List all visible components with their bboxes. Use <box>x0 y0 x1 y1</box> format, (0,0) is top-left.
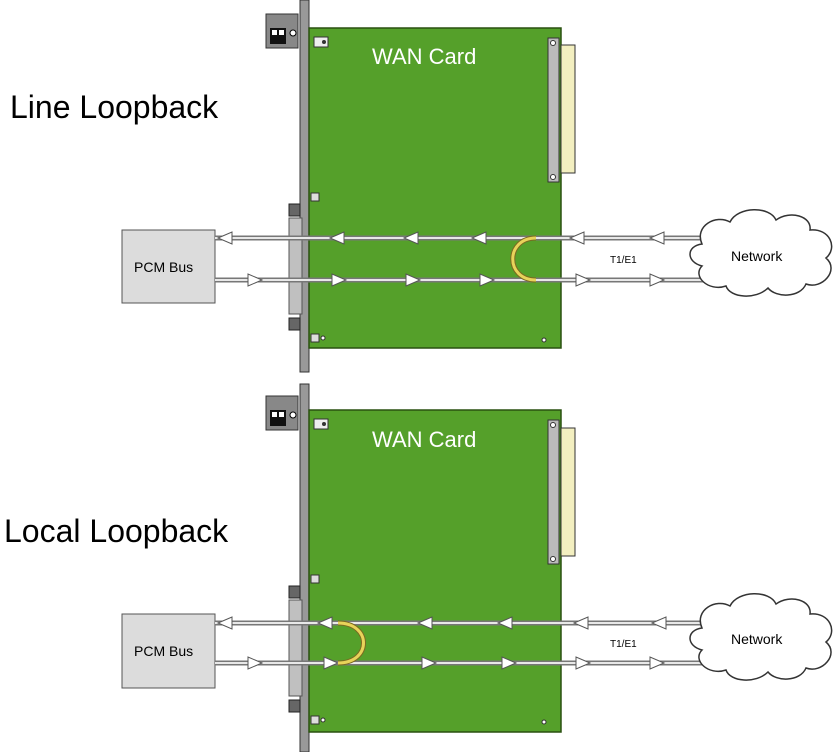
arrow-right <box>575 656 591 670</box>
arrow-left <box>573 616 589 630</box>
link-label: T1/E1 <box>610 255 637 266</box>
arrow-right <box>649 656 665 670</box>
arrow-right <box>575 273 591 287</box>
arrow-left <box>649 231 665 245</box>
network-cloud <box>689 593 833 681</box>
network-label: Network <box>731 248 783 264</box>
arrow-left <box>217 616 233 630</box>
pcm-bus-label: PCM Bus <box>134 259 193 275</box>
card-led <box>313 36 329 48</box>
local-loopback-diagram: Local Loopback WAN Card PCM Bus <box>4 383 833 752</box>
pcm-bus-box <box>121 229 216 304</box>
pcm-bus-label: PCM Bus <box>134 643 193 659</box>
edge-connector <box>547 419 576 565</box>
card-led <box>313 418 329 430</box>
network-cloud <box>689 209 833 297</box>
pcm-bus-box <box>121 613 216 689</box>
arrow-right <box>649 273 665 287</box>
card-title: WAN Card <box>372 427 476 452</box>
network-label: Network <box>731 631 783 647</box>
card-title: WAN Card <box>372 44 476 69</box>
line-loopback-diagram: Line Loopback WAN Card <box>10 0 833 373</box>
link-label: T1/E1 <box>610 639 637 650</box>
faceplate-bracket <box>265 0 310 373</box>
arrow-left <box>217 231 233 245</box>
edge-connector <box>547 37 576 183</box>
arrow-left <box>569 231 585 245</box>
arrow-right <box>247 656 263 670</box>
wan-card <box>308 27 562 349</box>
diagram-title: Line Loopback <box>10 89 219 125</box>
wan-card <box>308 409 562 733</box>
arrow-right <box>247 273 263 287</box>
faceplate-bracket <box>265 383 310 752</box>
diagram-title: Local Loopback <box>4 513 229 549</box>
arrow-left <box>651 616 667 630</box>
